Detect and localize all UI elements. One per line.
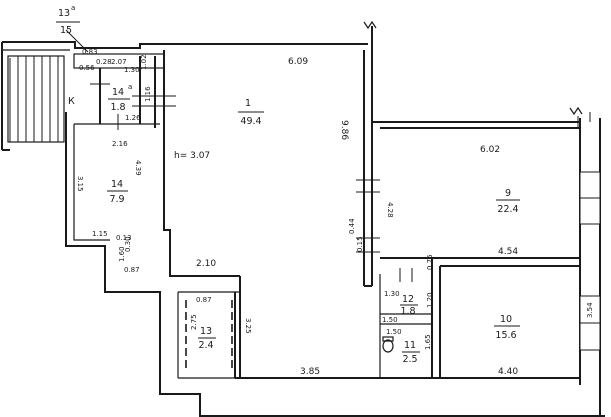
dim-label: 1.02: [140, 54, 148, 70]
dim-label: 0.44: [348, 218, 356, 234]
dim-label: 1.60: [118, 246, 126, 262]
dim-label: 1.50: [386, 328, 402, 336]
room-sup: а: [128, 83, 132, 91]
room-14a: 14 а 1.8: [108, 83, 132, 113]
door-ticks: [90, 83, 413, 282]
dim-label: 1.50: [382, 316, 398, 324]
dim-label: 0.83: [82, 48, 98, 56]
dim-label: 0.28: [96, 58, 112, 66]
dim-label: 3.25: [244, 318, 252, 334]
room-number: 1: [245, 98, 251, 109]
room-area: 49.4: [240, 116, 261, 127]
dim-label: 4.40: [498, 367, 518, 377]
dim-label: 0.13: [116, 234, 132, 242]
dim-label: 3.15: [76, 176, 84, 192]
ceiling-height: h= 3.07: [174, 151, 210, 161]
stair-letter: К: [68, 96, 75, 107]
room-9: 9 22.4: [496, 188, 520, 215]
dim-label: 1.26: [125, 114, 141, 122]
labels: 13 а 15 К h= 3.07 0.83 0.56 0.28 2.07 1.…: [58, 4, 594, 377]
dim-label: 1.15: [92, 230, 108, 238]
dim-label: 0.75: [426, 254, 434, 270]
dim-label: 4.54: [498, 247, 518, 257]
dim-label: 2.07: [111, 58, 127, 66]
dim-label: 6.02: [480, 145, 500, 155]
dim-label: 2.16: [112, 140, 128, 148]
dim-label: 1.30: [124, 66, 140, 74]
toilet-icon: [382, 336, 394, 353]
outside-room-area: 15: [60, 25, 72, 36]
room-area: 1.8: [110, 102, 125, 113]
dim-label: 0.87: [196, 296, 212, 304]
dim-label: 1.65: [424, 334, 432, 350]
dim-label: 0.15: [356, 236, 364, 252]
outside-room-sup: а: [71, 4, 75, 12]
room-12: 12 1.8: [400, 294, 418, 317]
room-number: 9: [505, 188, 511, 199]
room-14: 14 7.9: [107, 179, 128, 205]
windows: [577, 112, 601, 351]
dim-label: 4.39: [134, 160, 142, 176]
room-area: 2.4: [198, 340, 213, 351]
room-1: 1 49.4: [238, 98, 264, 127]
room-number: 11: [404, 340, 416, 351]
room-area: 22.4: [497, 204, 518, 215]
dim-label: 4.28: [386, 202, 394, 218]
dim-label: 3.85: [300, 367, 320, 377]
dim-label: 0.30: [124, 236, 132, 252]
room-area: 7.9: [109, 194, 124, 205]
room-labels: 1 49.4 14 а 1.8 14 7.9 9 22.4 12 1.8 10 …: [107, 83, 520, 365]
room-10: 10 15.6: [494, 314, 520, 341]
doorways: [185, 300, 233, 372]
room-area: 1.8: [400, 306, 415, 317]
dim-label: 1.16: [144, 86, 152, 102]
dim-label: 0.56: [79, 64, 95, 72]
dim-label: 1.30: [384, 290, 400, 298]
room-13: 13 2.4: [198, 326, 216, 351]
room-number: 12: [402, 294, 414, 305]
dim-label: 6.09: [288, 57, 308, 67]
outside-room-number: 13: [58, 8, 70, 19]
room-area: 2.5: [402, 354, 417, 365]
room-number: 14: [111, 179, 123, 190]
room-number: 13: [200, 326, 212, 337]
dim-label: 0.87: [124, 266, 140, 274]
dim-label: 2.75: [190, 314, 198, 330]
room-number: 10: [500, 314, 512, 325]
dim-label: 2.10: [196, 259, 216, 269]
room-11: 11 2.5: [402, 340, 420, 365]
dim-label: 9.86: [339, 120, 349, 140]
room-area: 15.6: [495, 330, 516, 341]
dim-label: 3.54: [586, 302, 594, 318]
interior-walls: [73, 50, 580, 379]
room-number: 14: [112, 87, 124, 98]
dim-label: 1.20: [426, 292, 434, 308]
staircase: [7, 55, 65, 143]
